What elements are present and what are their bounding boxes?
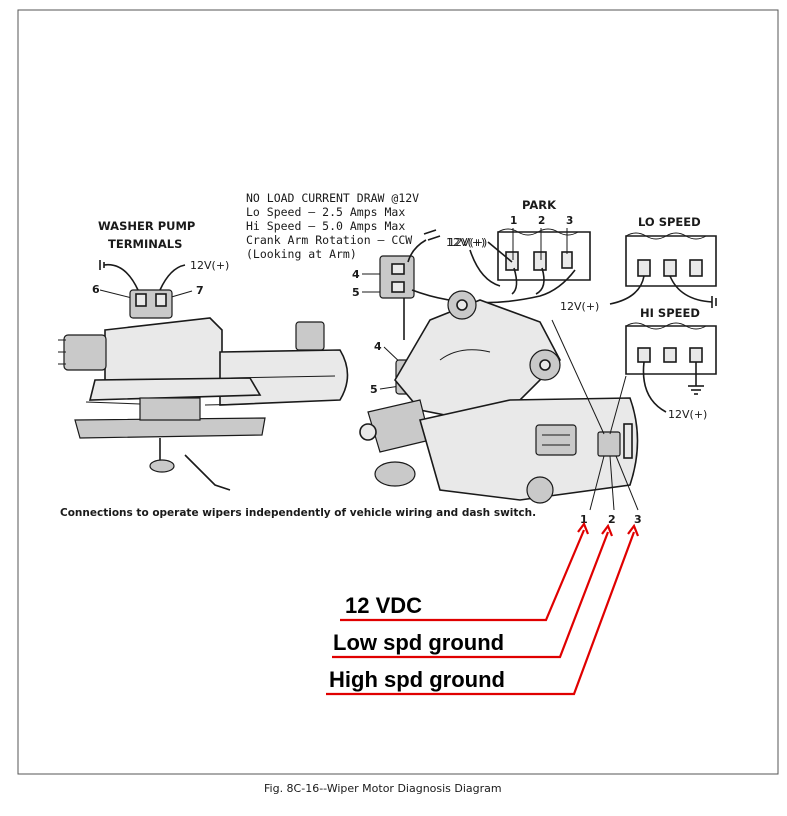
park-voltage: 12V(+): [448, 236, 487, 249]
lo-speed-title: LO SPEED: [638, 215, 701, 229]
arrow-low-spd-ground: [332, 531, 610, 659]
washer-pump-assembly: WASHER PUMP TERMINALS 12V(+) 6 7: [58, 219, 349, 491]
washer-pump-title-1: WASHER PUMP: [98, 219, 195, 233]
park-test-panel: PARK 1 2 3 12V(+): [448, 198, 591, 295]
lo-speed-test-panel: LO SPEED 12V(+): [560, 215, 717, 313]
wiper-motor-assembly: 4 5 12V(+) 4 5: [352, 229, 639, 504]
side-terminal-5-label: 5: [370, 383, 378, 396]
motor-terminal-5-label: 5: [352, 286, 360, 299]
washer-pump-title-2: TERMINALS: [108, 237, 182, 251]
spec-title: NO LOAD CURRENT DRAW @12V: [246, 191, 419, 205]
annotation-high-spd-ground: High spd ground: [329, 667, 505, 692]
hi-speed-title: HI SPEED: [640, 306, 700, 320]
park-pin-2: 2: [538, 215, 545, 227]
motor-top-connector: [379, 255, 415, 299]
washer-voltage: 12V(+): [190, 259, 229, 272]
spec-line-3: Crank Arm Rotation — CCW: [246, 233, 412, 247]
spec-block: NO LOAD CURRENT DRAW @12V Lo Speed — 2.5…: [246, 191, 419, 261]
terminal-6-label: 6: [92, 283, 100, 296]
arrow-12vdc: [340, 529, 586, 622]
park-connector: [497, 231, 591, 281]
connector-pin-3: 3: [634, 513, 642, 526]
side-terminal-4-label: 4: [374, 340, 382, 353]
spec-line-1: Lo Speed — 2.5 Amps Max: [246, 205, 405, 219]
arrow-high-spd-ground: [326, 531, 636, 696]
motor-terminal-4-label: 4: [352, 268, 360, 281]
motor-bottom-connector: [597, 431, 621, 457]
connector-pin-2: 2: [608, 513, 616, 526]
park-pin-3: 3: [566, 215, 573, 227]
terminal-7-label: 7: [196, 284, 204, 297]
footnote: Connections to operate wipers independen…: [60, 507, 536, 519]
spec-line-2: Hi Speed — 5.0 Amps Max: [246, 219, 405, 233]
annotation-12vdc: 12 VDC: [345, 593, 422, 618]
park-pin-1: 1: [510, 215, 517, 227]
hi-speed-voltage: 12V(+): [668, 408, 707, 421]
annotation-low-spd-ground: Low spd ground: [333, 630, 504, 655]
park-leader-line: [551, 319, 605, 435]
park-title: PARK: [522, 198, 557, 212]
annotation-arrows: [326, 521, 640, 696]
motor-voltage: 12V(+): [446, 236, 485, 249]
figure-caption: Fig. 8C-16--Wiper Motor Diagnosis Diagra…: [264, 782, 502, 795]
page-frame: [17, 9, 779, 775]
motor-connector-pins: 1 2 3: [580, 455, 642, 526]
lo-speed-voltage: 12V(+): [560, 300, 599, 313]
hi-speed-leader-line: [609, 375, 627, 435]
spec-line-4: (Looking at Arm): [246, 247, 357, 261]
connector-pin-1: 1: [580, 513, 588, 526]
hi-speed-test-panel: HI SPEED 12V(+): [625, 306, 717, 421]
